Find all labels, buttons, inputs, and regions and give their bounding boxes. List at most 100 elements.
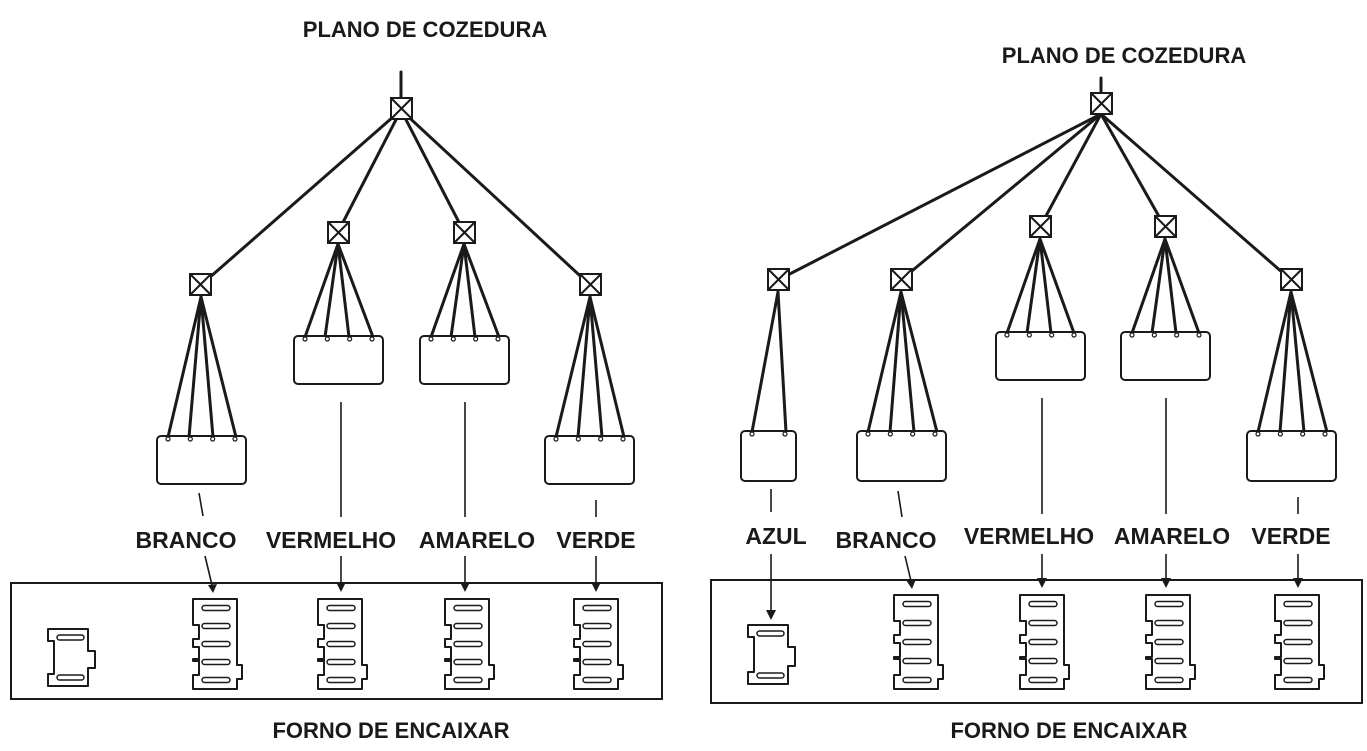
socket-slot (453, 622, 483, 630)
left-label-verde: VERDE (556, 527, 635, 553)
splice-node-icon (767, 268, 790, 291)
pin-dots (1129, 332, 1202, 338)
right-oven-frame (710, 579, 1363, 704)
left-connector-boxes (156, 335, 635, 485)
left-footer: FORNO DE ENCAIXAR (272, 718, 509, 743)
right-label-branco: BRANCO (836, 527, 937, 553)
arrow-down-icon (460, 582, 470, 592)
pin-dot (910, 431, 916, 437)
pin-dot (187, 436, 193, 442)
splice-node-icon (1154, 215, 1177, 238)
pin-dot (324, 336, 330, 342)
pin-dot (450, 336, 456, 342)
socket-slot (326, 604, 356, 612)
socket-slot (582, 622, 612, 630)
socket-slot (201, 604, 231, 612)
pin-dots (428, 336, 501, 342)
socket-slot (1028, 676, 1058, 684)
right-leader-lines (770, 398, 1299, 611)
socket-slot (1028, 638, 1058, 646)
pin-dot (1322, 431, 1328, 437)
connector-verde (544, 435, 635, 485)
pin-dot (553, 436, 559, 442)
pin-dot (1300, 431, 1306, 437)
pin-dot (210, 436, 216, 442)
left-junction-nodes (189, 97, 602, 296)
socket-slot (201, 622, 231, 630)
connector-branco (156, 435, 247, 485)
right-label-vermelho: VERMELHO (964, 523, 1094, 549)
socket-slot (1028, 619, 1058, 627)
pin-dot (782, 431, 788, 437)
pin-dot (1255, 431, 1261, 437)
pin-dot (598, 436, 604, 442)
socket-slot (1154, 619, 1184, 627)
socket-slot (582, 658, 612, 666)
socket-slot (1283, 638, 1313, 646)
pin-dot (165, 436, 171, 442)
pin-dot (865, 431, 871, 437)
left-label-amarelo: AMARELO (419, 527, 535, 553)
connector-amarelo (1120, 331, 1211, 381)
left-wires (166, 70, 626, 439)
pin-dot (495, 336, 501, 342)
socket-slot (1154, 676, 1184, 684)
pin-dots (1255, 431, 1328, 437)
splice-node-icon (1090, 92, 1113, 115)
pin-dots (1004, 332, 1077, 338)
connector-verde (1246, 430, 1337, 482)
pin-dot (1277, 431, 1283, 437)
pin-dot (302, 336, 308, 342)
left-title: PLANO DE COZEDURA (303, 17, 548, 42)
splice-node-icon (1029, 215, 1052, 238)
splice-node-icon (390, 97, 413, 120)
socket-connector-icon (317, 598, 368, 690)
pin-dot (473, 336, 479, 342)
right-title: PLANO DE COZEDURA (1002, 43, 1247, 68)
pin-dot (369, 336, 375, 342)
pin-dots (553, 436, 626, 442)
splice-node-icon (189, 273, 212, 296)
socket-connector-icon (573, 598, 624, 690)
right-label-azul: AZUL (745, 523, 806, 549)
pin-dot (232, 436, 238, 442)
pin-dot (749, 431, 755, 437)
socket-slot (1283, 676, 1313, 684)
pin-dot (575, 436, 581, 442)
socket-connector-icon (893, 594, 944, 690)
connector-amarelo (419, 335, 510, 385)
pin-dot (347, 336, 353, 342)
socket-slot (1028, 657, 1058, 665)
pin-dots (302, 336, 375, 342)
socket-slot (1154, 638, 1184, 646)
pin-dot (1049, 332, 1055, 338)
pin-dot (1071, 332, 1077, 338)
pin-dot (620, 436, 626, 442)
left-leader-lines (198, 402, 597, 586)
right-label-amarelo: AMARELO (1114, 523, 1230, 549)
right-footer: FORNO DE ENCAIXAR (950, 718, 1187, 743)
socket-slot (1283, 600, 1313, 608)
pin-dot (887, 431, 893, 437)
pin-dot (1129, 332, 1135, 338)
socket-slot (453, 676, 483, 684)
arrow-down-icon (906, 579, 916, 589)
socket-slot (201, 676, 231, 684)
socket-slot (453, 604, 483, 612)
socket-connector-icon (192, 598, 243, 690)
socket-slot (582, 604, 612, 612)
socket-slot (902, 657, 932, 665)
socket-slot (582, 640, 612, 648)
splice-node-icon (1280, 268, 1303, 291)
socket-slot (326, 640, 356, 648)
arrow-down-icon (336, 582, 346, 592)
pin-dot (1151, 332, 1157, 338)
socket-slot (1028, 600, 1058, 608)
socket-slot (201, 640, 231, 648)
socket-slot (326, 658, 356, 666)
pin-dots (165, 436, 238, 442)
pin-dot (428, 336, 434, 342)
socket-slot (902, 600, 932, 608)
